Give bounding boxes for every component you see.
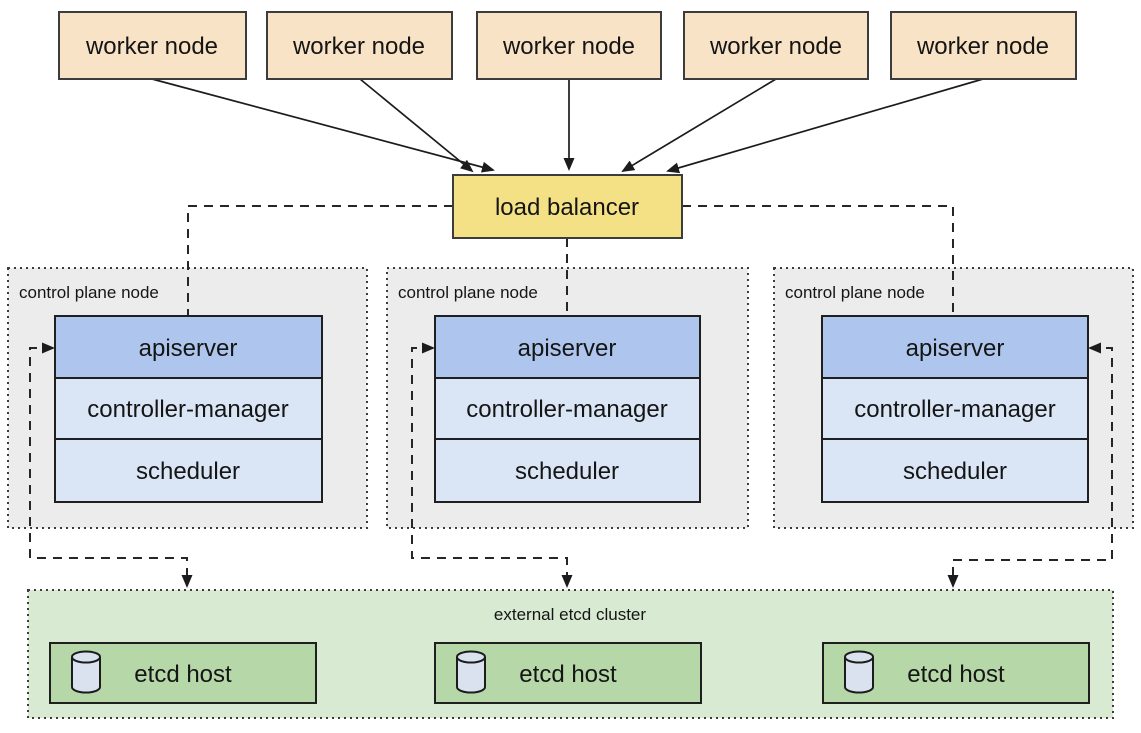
scheduler-label: scheduler bbox=[136, 458, 240, 485]
apiserver-etcd-link-3 bbox=[947, 342, 1113, 588]
etcd-host-2: etcd host bbox=[434, 642, 702, 704]
worker-node-2: worker node bbox=[266, 11, 453, 80]
lb-to-apiserver-link-1 bbox=[187, 205, 453, 315]
load-balancer-box bbox=[452, 174, 683, 239]
etcd-host-label: etcd host bbox=[519, 661, 617, 688]
worker-node-label: worker node bbox=[709, 33, 842, 60]
worker-to-lb-arrow-5 bbox=[666, 78, 984, 174]
etcd-host-3: etcd host bbox=[822, 642, 1090, 704]
etcd-host-label: etcd host bbox=[134, 661, 232, 688]
worker-node-box bbox=[683, 11, 869, 80]
control-plane-node-1: control plane node apiserver controller-… bbox=[7, 267, 368, 529]
control-plane-label: control plane node bbox=[19, 283, 159, 302]
database-cylinder-icon bbox=[844, 650, 874, 694]
etcd-cluster-label: external etcd cluster bbox=[494, 605, 646, 624]
apiserver-label: apiserver bbox=[139, 335, 238, 362]
worker-node-box bbox=[58, 11, 247, 80]
apiserver-label: apiserver bbox=[518, 335, 617, 362]
worker-node-label: worker node bbox=[85, 33, 218, 60]
database-cylinder-icon bbox=[71, 650, 101, 694]
worker-node-box bbox=[476, 11, 662, 80]
worker-to-lb-arrow-2 bbox=[359, 78, 474, 173]
apiserver-etcd-link-1 bbox=[29, 342, 193, 588]
control-plane-label: control plane node bbox=[398, 283, 538, 302]
load-balancer-label: load balancer bbox=[495, 194, 639, 221]
external-etcd-cluster: external etcd cluster etcd host etcd hos… bbox=[27, 589, 1114, 719]
worker-node-label: worker node bbox=[916, 33, 1049, 60]
worker-node-label: worker node bbox=[502, 33, 635, 60]
worker-node-3: worker node bbox=[476, 11, 662, 80]
worker-to-lb-arrow-4 bbox=[621, 78, 777, 173]
worker-to-lb-arrow-1 bbox=[151, 78, 495, 173]
worker-node-box bbox=[890, 11, 1077, 80]
database-cylinder-icon bbox=[456, 650, 486, 694]
etcd-host-label: etcd host bbox=[907, 661, 1005, 688]
apiserver-label: apiserver bbox=[906, 335, 1005, 362]
controller-manager-label: controller-manager bbox=[87, 396, 288, 423]
scheduler-label: scheduler bbox=[515, 458, 619, 485]
control-plane-label: control plane node bbox=[785, 283, 925, 302]
controller-manager-label: controller-manager bbox=[854, 396, 1055, 423]
worker-node-1: worker node bbox=[58, 11, 247, 80]
controller-manager-label: controller-manager bbox=[466, 396, 667, 423]
scheduler-label: scheduler bbox=[903, 458, 1007, 485]
etcd-host-1: etcd host bbox=[49, 642, 317, 704]
worker-node-box bbox=[266, 11, 453, 80]
worker-node-4: worker node bbox=[683, 11, 869, 80]
worker-node-5: worker node bbox=[890, 11, 1077, 80]
worker-node-label: worker node bbox=[292, 33, 425, 60]
load-balancer: load balancer bbox=[452, 174, 683, 239]
lb-to-apiserver-link-3 bbox=[682, 205, 954, 315]
apiserver-etcd-link-2 bbox=[411, 342, 573, 588]
